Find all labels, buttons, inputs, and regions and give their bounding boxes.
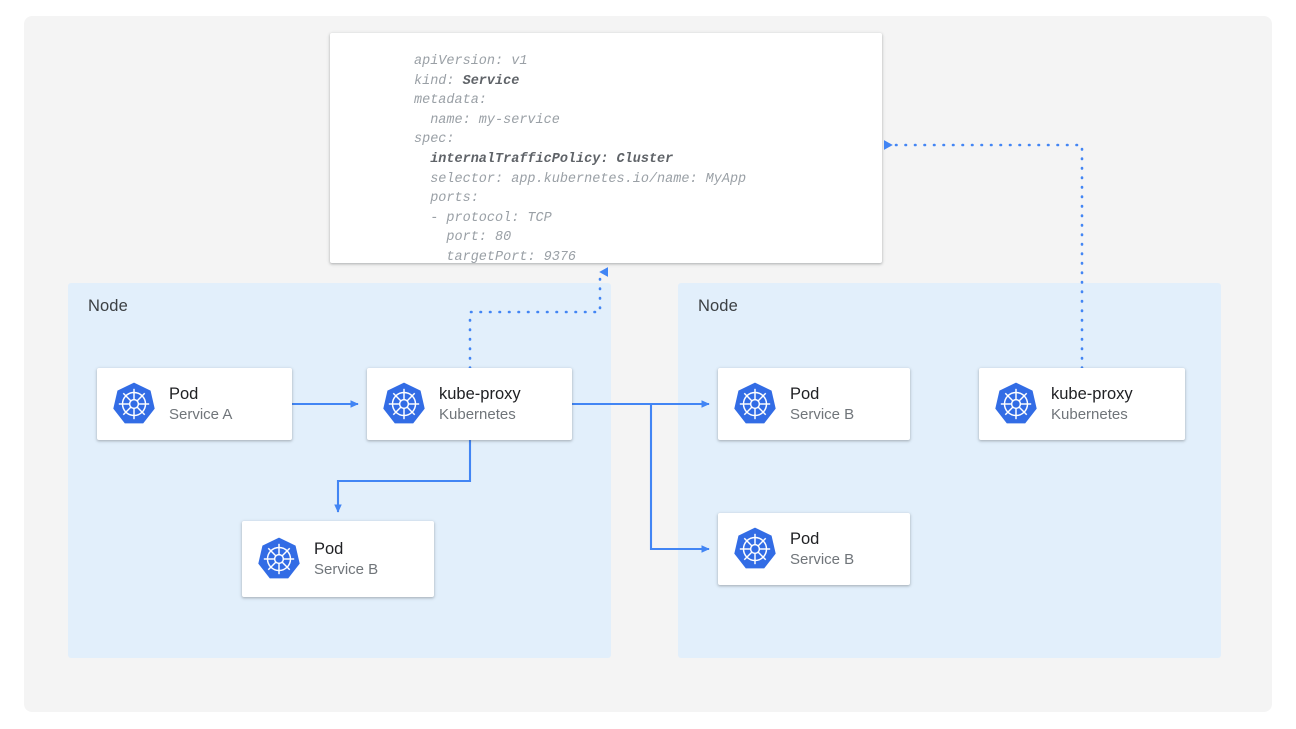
card-text: Pod Service B — [790, 384, 854, 424]
card-pod-service-b-right-node-top[interactable]: Pod Service B — [718, 368, 910, 440]
card-title: kube-proxy — [439, 384, 521, 403]
kubernetes-icon — [113, 382, 155, 424]
service-manifest-code: apiVersion: v1 kind: Service metadata: n… — [414, 54, 747, 265]
node-panel-right: Node — [678, 283, 1221, 658]
kubernetes-icon — [995, 382, 1037, 424]
card-title: Pod — [790, 384, 820, 403]
card-subtitle: Kubernetes — [439, 405, 516, 423]
card-subtitle: Service A — [169, 405, 233, 423]
card-title: Pod — [314, 539, 344, 558]
kubernetes-icon — [734, 382, 776, 424]
card-subtitle: Service B — [790, 550, 855, 568]
card-text: Pod Service B — [790, 529, 854, 569]
card-pod-service-b-left-node[interactable]: Pod Service B — [242, 521, 434, 597]
card-text: Pod Service A — [169, 384, 232, 424]
node-panel-left: Node — [68, 283, 611, 658]
card-subtitle: Service B — [314, 560, 379, 578]
card-kube-proxy-left[interactable]: kube-proxy Kubernetes — [367, 368, 572, 440]
card-pod-service-b-right-node-bottom[interactable]: Pod Service B — [718, 513, 910, 585]
card-title: Pod — [169, 384, 199, 403]
card-title: Pod — [790, 529, 820, 548]
card-text: kube-proxy Kubernetes — [1051, 384, 1133, 424]
kubernetes-icon — [383, 382, 425, 424]
card-text: kube-proxy Kubernetes — [439, 384, 521, 424]
card-subtitle: Service B — [790, 405, 855, 423]
node-label-right: Node — [698, 297, 738, 315]
service-manifest-card: apiVersion: v1 kind: Service metadata: n… — [330, 33, 882, 265]
card-title: kube-proxy — [1051, 384, 1133, 403]
card-subtitle: Kubernetes — [1051, 405, 1128, 423]
kubernetes-icon — [734, 527, 776, 569]
card-kube-proxy-right[interactable]: kube-proxy Kubernetes — [979, 368, 1185, 440]
node-label-left: Node — [88, 297, 128, 315]
card-text: Pod Service B — [314, 539, 378, 579]
kubernetes-icon — [258, 537, 300, 579]
card-pod-service-a[interactable]: Pod Service A — [97, 368, 292, 440]
